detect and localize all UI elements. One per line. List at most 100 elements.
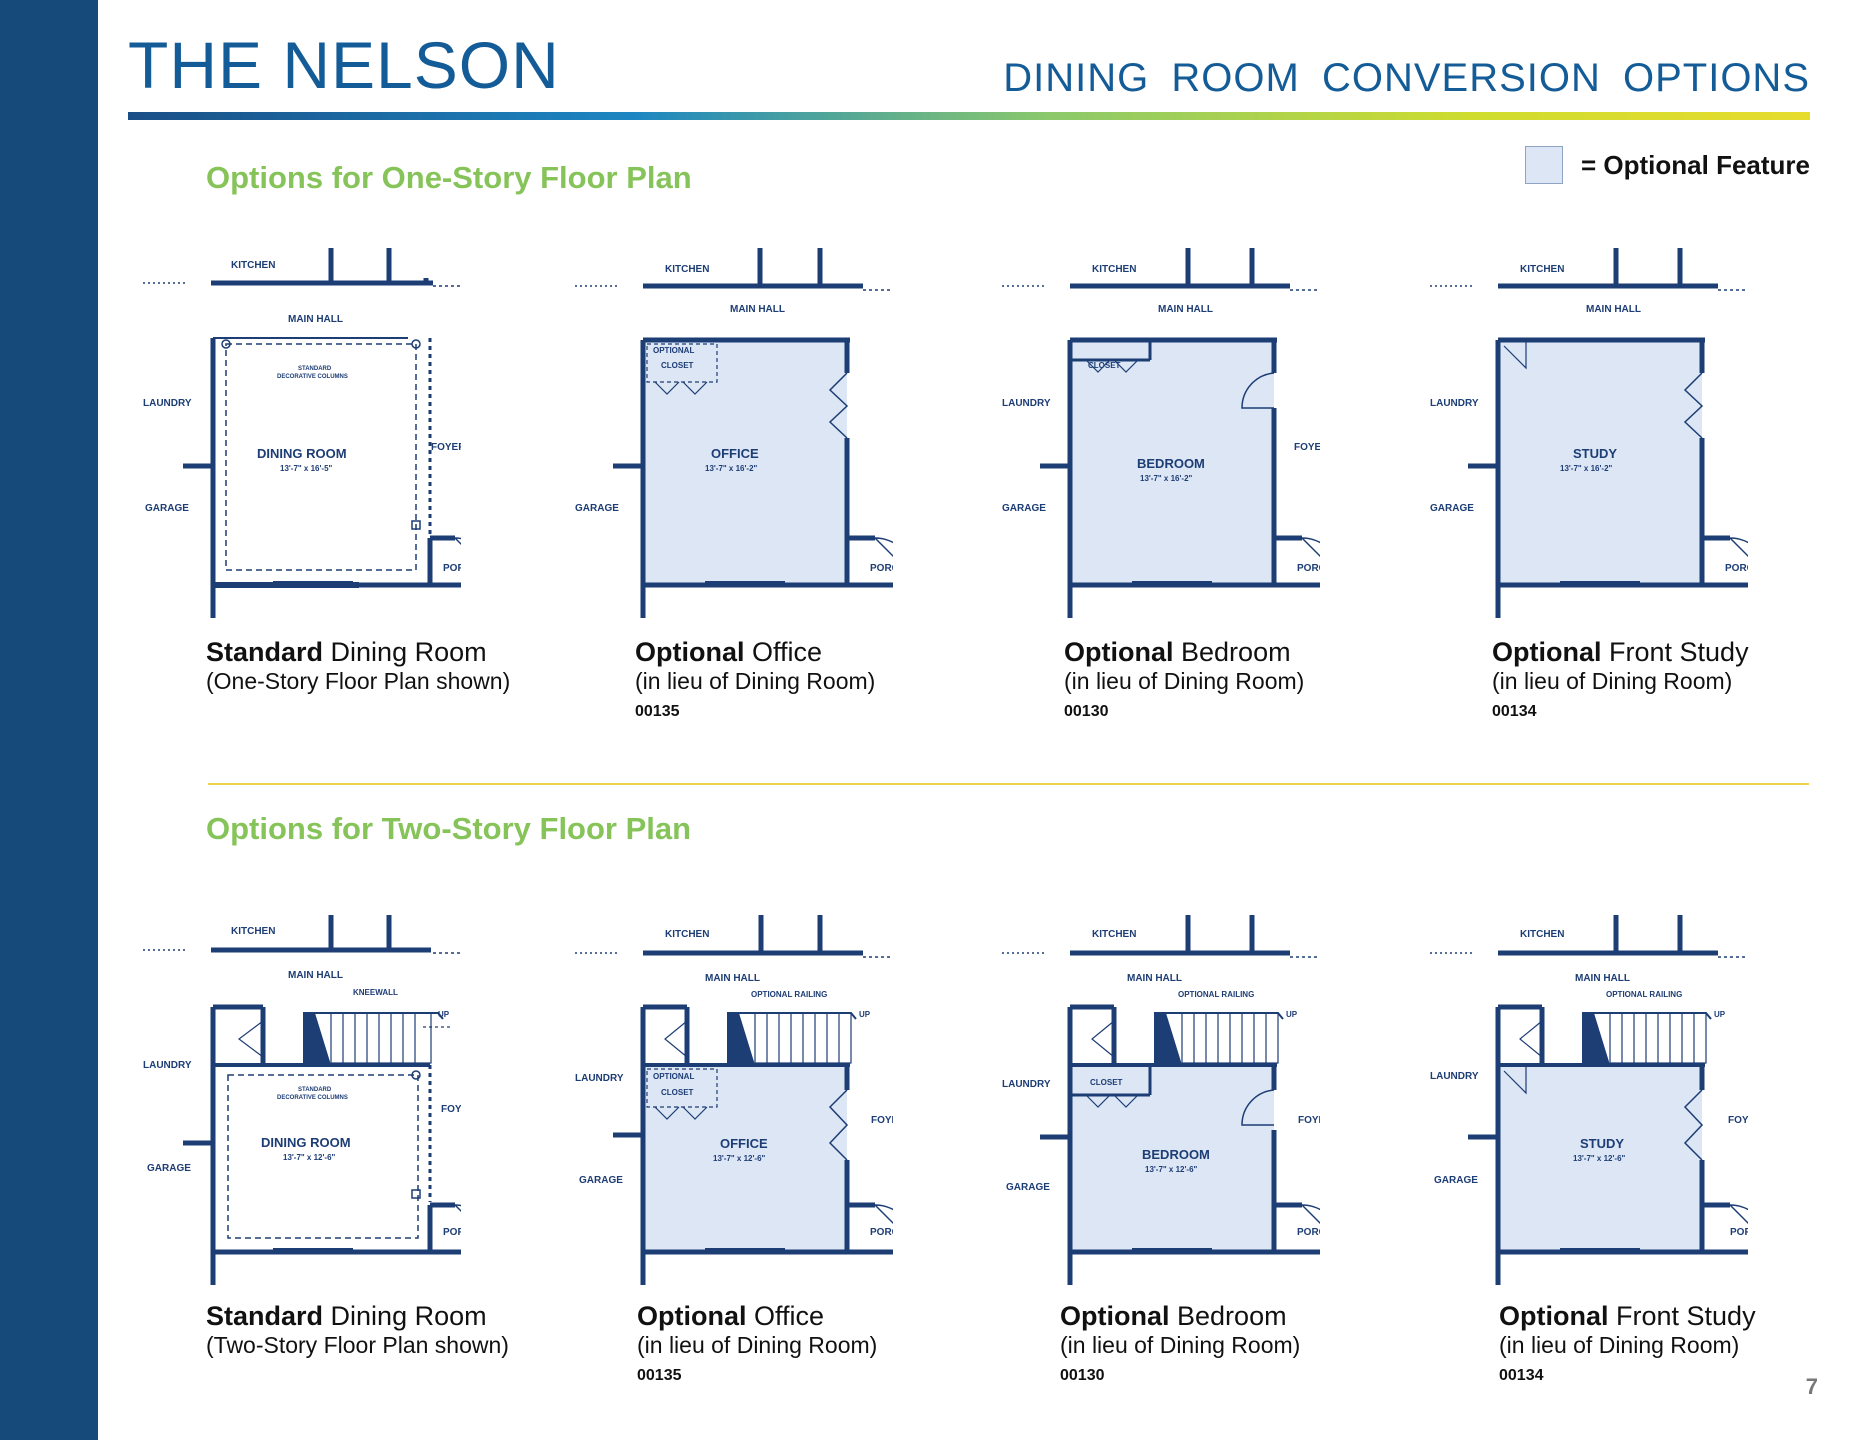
caption-one-story-office: Optional Office (in lieu of Dining Room)… [635,637,876,720]
legend-text: = Optional Feature [1581,149,1810,180]
room-name: DINING ROOM [261,1135,351,1150]
plan-walls [575,248,893,618]
optional-area [1498,340,1702,585]
svg-text:KITCHEN: KITCHEN [1092,929,1136,940]
svg-text:FOYER: FOYER [441,1104,461,1115]
room-dimensions: 13'-7" x 12'-6" [1573,1154,1626,1163]
svg-text:KITCHEN: KITCHEN [231,260,275,271]
svg-text:KITCHEN: KITCHEN [1520,929,1564,940]
svg-text:MAIN HALL: MAIN HALL [288,314,343,325]
svg-text:CLOSET: CLOSET [1090,1078,1123,1087]
svg-text:UP: UP [438,1010,450,1019]
svg-text:PORCH: PORCH [1725,563,1748,574]
svg-text:KITCHEN: KITCHEN [1092,264,1136,275]
floor-plan-one-story-office: KITCHEN MAIN HALL OPTIONAL CLOSET GARAGE… [575,248,893,626]
room-dimensions: 13'-7" x 16'-2" [1560,464,1613,473]
room-dimensions: 13'-7" x 12'-6" [713,1154,766,1163]
room-dimensions: 13'-7" x 12'-6" [1145,1165,1198,1174]
svg-text:UP: UP [859,1010,871,1019]
option-code: 00135 [635,702,680,720]
plan-walls [143,915,461,1285]
caption-two-story-bedroom: Optional Bedroom (in lieu of Dining Room… [1060,1301,1301,1384]
page-number: 7 [1805,1374,1818,1399]
svg-text:PORCH: PORCH [1730,1227,1748,1238]
option-code: 00135 [637,1366,682,1384]
room-name: BEDROOM [1137,456,1205,471]
svg-text:MAIN HALL: MAIN HALL [1575,973,1630,984]
caption-one-story-standard: Standard Dining Room (One-Story Floor Pl… [206,637,511,695]
svg-text:PORCH: PORCH [443,563,461,574]
floor-plan-two-story-bedroom: KITCHEN MAIN HALL OPTIONAL RAILING UP LA… [1002,915,1320,1293]
svg-text:STANDARD: STANDARD [298,366,332,372]
svg-text:MAIN HALL: MAIN HALL [1158,304,1213,315]
svg-text:GARAGE: GARAGE [1002,503,1046,514]
caption-two-story-office: Optional Office (in lieu of Dining Room)… [637,1301,878,1384]
svg-text:DECORATIVE COLUMNS: DECORATIVE COLUMNS [277,1095,348,1101]
header-gradient-rule [128,112,1810,120]
svg-text:DECORATIVE COLUMNS: DECORATIVE COLUMNS [277,374,348,380]
svg-text:FOYER: FOYER [1298,1115,1320,1126]
svg-text:GARAGE: GARAGE [579,1175,623,1186]
svg-text:FOYER: FOYER [1294,442,1320,453]
plan-walls [1430,248,1748,618]
svg-text:GARAGE: GARAGE [1006,1182,1050,1193]
room-dimensions: 13'-7" x 16'-2" [1140,474,1193,483]
svg-text:LAUNDRY: LAUNDRY [1002,398,1051,409]
svg-text:PORCH: PORCH [1297,563,1320,574]
svg-text:GARAGE: GARAGE [147,1163,191,1174]
page-title: THE NELSON [128,28,560,102]
section-title-one-story: Options for One-Story Floor Plan [206,160,692,195]
svg-text:CLOSET: CLOSET [661,361,694,370]
bifold-door [828,372,849,439]
svg-text:KNEEWALL: KNEEWALL [353,988,398,997]
optional-area [1498,1065,1702,1252]
room-name: STUDY [1580,1136,1624,1151]
room-name: OFFICE [711,446,759,461]
optional-area [643,340,847,585]
svg-text:MAIN HALL: MAIN HALL [288,970,343,981]
svg-text:OPTIONAL: OPTIONAL [653,346,694,355]
room-name: DINING ROOM [257,446,347,461]
plan-walls [1430,915,1748,1285]
svg-text:PORCH: PORCH [443,1227,461,1238]
svg-text:PORCH: PORCH [870,563,893,574]
svg-text:STANDARD: STANDARD [298,1087,332,1093]
svg-text:LAUNDRY: LAUNDRY [1002,1079,1051,1090]
svg-text:LAUNDRY: LAUNDRY [143,398,192,409]
svg-text:KITCHEN: KITCHEN [231,926,275,937]
section-divider [208,783,1809,785]
svg-text:GARAGE: GARAGE [1430,503,1474,514]
caption-one-story-bedroom: Optional Bedroom (in lieu of Dining Room… [1064,637,1305,720]
optional-closet [646,343,718,383]
plan-walls [1002,915,1320,1285]
svg-text:PORCH: PORCH [870,1227,893,1238]
floor-plan-two-story-office: KITCHEN MAIN HALL OPTIONAL RAILING UP LA… [575,915,893,1293]
stair-well [303,1013,331,1065]
svg-text:UP: UP [1286,1010,1298,1019]
sidebar-band [0,0,98,1440]
svg-text:LAUNDRY: LAUNDRY [575,1073,624,1084]
option-code: 00134 [1492,702,1537,720]
svg-text:MAIN HALL: MAIN HALL [705,973,760,984]
caption-two-story-standard: Standard Dining Room (Two-Story Floor Pl… [206,1301,509,1359]
svg-text:PORCH: PORCH [1297,1227,1320,1238]
svg-text:KITCHEN: KITCHEN [1520,264,1564,275]
svg-text:FOYER: FOYER [871,1115,893,1126]
optional-area [1070,340,1274,585]
stairs [238,1012,453,1064]
stairs [1519,1012,1712,1064]
room-name: OFFICE [720,1136,768,1151]
svg-text:MAIN HALL: MAIN HALL [730,304,785,315]
room-name: STUDY [1573,446,1617,461]
svg-text:OPTIONAL RAILING: OPTIONAL RAILING [1606,990,1682,999]
svg-text:GARAGE: GARAGE [145,503,189,514]
svg-text:UP: UP [1714,1010,1726,1019]
stairs [1091,1012,1284,1064]
room-dimensions: 13'-7" x 16'-2" [705,464,758,473]
svg-text:OPTIONAL RAILING: OPTIONAL RAILING [1178,990,1254,999]
svg-text:OPTIONAL: OPTIONAL [653,1072,694,1081]
svg-text:FOYER: FOYER [1728,1115,1748,1126]
svg-text:MAIN HALL: MAIN HALL [1127,973,1182,984]
option-code: 00130 [1060,1366,1105,1384]
door-swing [1241,372,1275,409]
